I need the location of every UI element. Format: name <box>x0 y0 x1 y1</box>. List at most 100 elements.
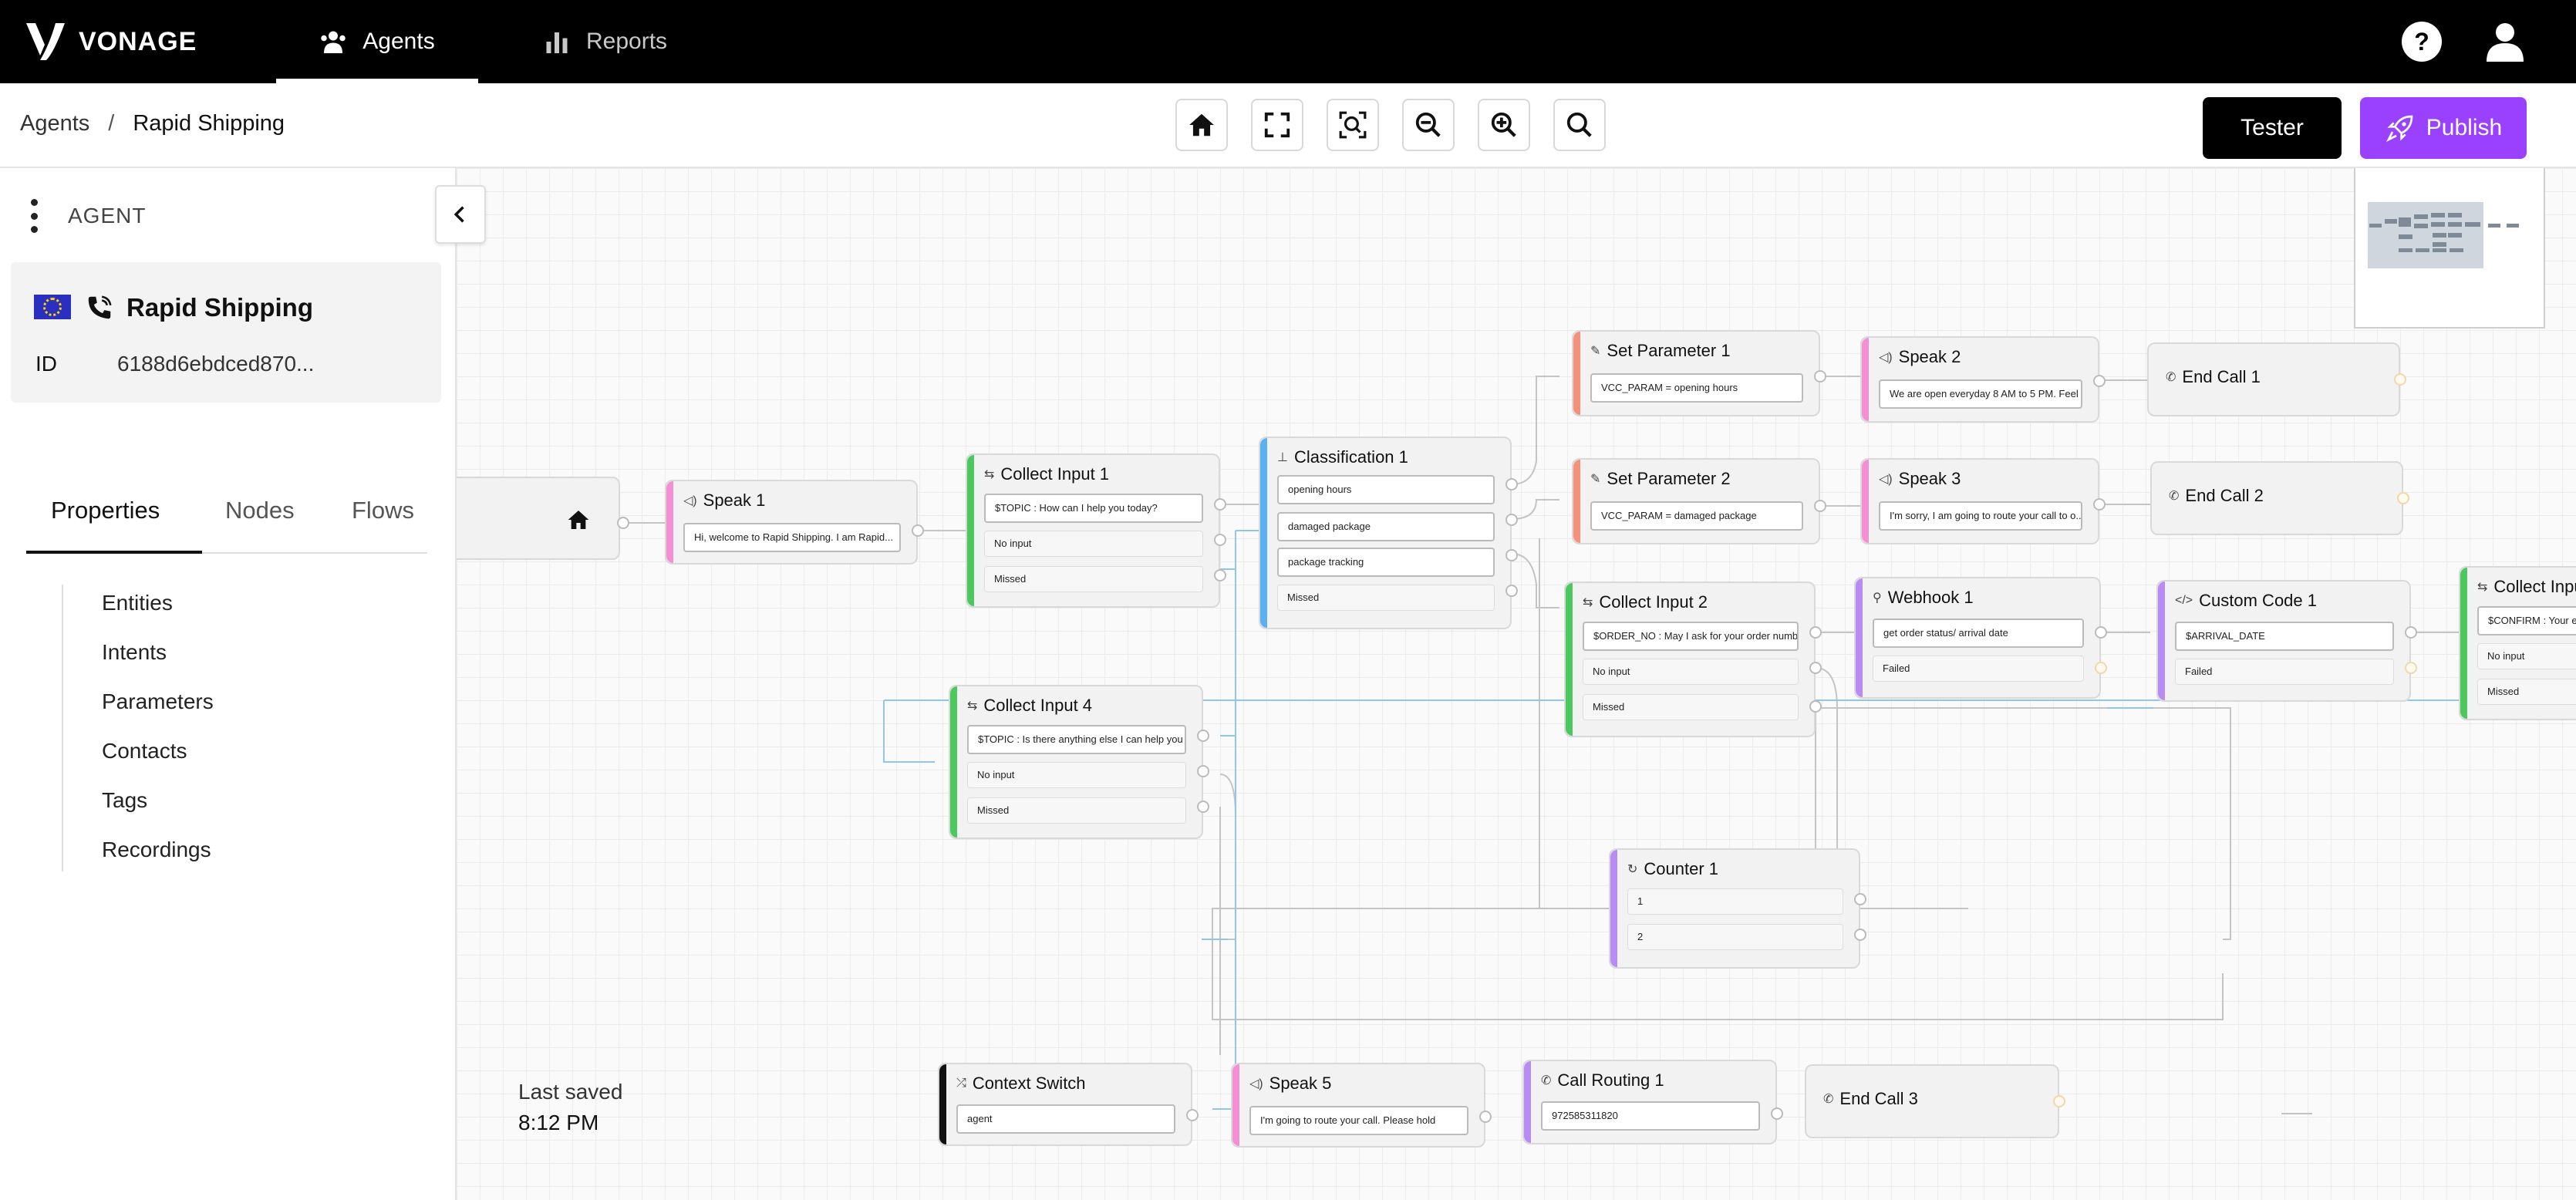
node-set-parameter-2[interactable]: ✎Set Parameter 2 VCC_PARAM = damaged pac… <box>1572 458 1820 544</box>
publish-button[interactable]: Publish <box>2360 97 2527 159</box>
class-package-tracking[interactable]: package tracking <box>1277 548 1495 577</box>
custom-code-1-output-port[interactable] <box>2405 626 2417 639</box>
speak-3-port[interactable] <box>2093 498 2106 511</box>
vonage-logo[interactable]: VONAGE <box>25 19 197 65</box>
flow-canvas[interactable]: ◁)Speak 1 Hi, welcome to Rapid Shipping.… <box>457 168 2576 1200</box>
node-set-parameter-1[interactable]: ✎Set Parameter 1 VCC_PARAM = opening hou… <box>1572 330 1820 416</box>
call-routing-1-port[interactable] <box>1771 1107 1783 1120</box>
speak-1-output-port[interactable] <box>912 524 924 537</box>
node-custom-code-1[interactable]: </>Custom Code 1 $ARRIVAL_DATE Failed <box>2156 580 2411 702</box>
agent-id-label: ID <box>35 352 57 376</box>
collect-2-no-input-port[interactable] <box>1809 662 1822 674</box>
node-end-call-2[interactable]: ✆End Call 2 <box>2150 461 2403 535</box>
webhook-field[interactable]: get order status/ arrival date <box>1873 619 2084 648</box>
collect-1-output-port[interactable] <box>1214 498 1226 511</box>
node-call-routing-1[interactable]: ✆Call Routing 1 972585311820 <box>1522 1060 1777 1144</box>
collect-field[interactable]: $CONFIRM : Your es <box>2477 606 2576 635</box>
collect-4-output-port[interactable] <box>1197 730 1209 742</box>
custom-code-1-failed-port[interactable] <box>2405 662 2417 674</box>
node-end-call-3[interactable]: ✆End Call 3 <box>1805 1064 2059 1138</box>
tab-flows[interactable]: Flows <box>352 497 414 524</box>
node-speak-5[interactable]: ◁)Speak 5 I'm going to route your call. … <box>1231 1063 1485 1148</box>
end-call-2-port[interactable] <box>2397 492 2409 504</box>
end-call-3-port[interactable] <box>2053 1095 2065 1107</box>
call-routing-field[interactable]: 972585311820 <box>1541 1101 1760 1131</box>
tab-nodes[interactable]: Nodes <box>225 497 295 524</box>
node-speak-3[interactable]: ◁)Speak 3 I'm sorry, I am going to route… <box>1860 458 2099 544</box>
node-webhook-1[interactable]: ⚲Webhook 1 get order status/ arrival dat… <box>1854 577 2101 699</box>
end-call-1-port[interactable] <box>2394 373 2406 386</box>
class-port-1[interactable] <box>1505 478 1518 490</box>
collect-4-missed-port[interactable] <box>1197 801 1209 813</box>
property-entities[interactable]: Entities <box>102 591 173 615</box>
speak-text[interactable]: Hi, welcome to Rapid Shipping. I am Rapi… <box>683 523 901 552</box>
class-port-4[interactable] <box>1505 585 1518 597</box>
collect-field[interactable]: $ORDER_NO : May I ask for your order num… <box>1583 622 1799 651</box>
node-classification-1[interactable]: ⊥Classification 1 opening hours damaged … <box>1259 437 1512 629</box>
set-param-2-port[interactable] <box>1814 500 1826 512</box>
class-port-2[interactable] <box>1505 514 1518 526</box>
set-param-1-port[interactable] <box>1814 370 1826 383</box>
collect-2-missed-port[interactable] <box>1809 700 1822 713</box>
user-profile-icon[interactable] <box>2483 20 2527 63</box>
collect-1-no-input-port[interactable] <box>1214 534 1226 546</box>
speak-5-port[interactable] <box>1479 1111 1492 1123</box>
node-type-bar <box>2158 581 2165 700</box>
nav-tab-reports[interactable]: Reports <box>543 0 667 83</box>
class-opening-hours[interactable]: opening hours <box>1277 475 1495 504</box>
node-speak-2[interactable]: ◁)Speak 2 We are open everyday 8 AM to 5… <box>1860 336 2099 423</box>
node-type-bar <box>1566 583 1573 736</box>
class-damaged-package[interactable]: damaged package <box>1277 512 1495 541</box>
minimap[interactable] <box>2354 168 2545 329</box>
speak-2-port[interactable] <box>2093 375 2106 387</box>
property-intents[interactable]: Intents <box>102 640 167 664</box>
counter-1-port-2[interactable] <box>1854 929 1866 941</box>
breadcrumb-current: Rapid Shipping <box>133 111 285 136</box>
node-counter-1[interactable]: ↻Counter 1 1 2 <box>1609 848 1860 969</box>
collect-field[interactable]: $TOPIC : Is there anything else I can he… <box>967 725 1186 754</box>
property-parameters[interactable]: Parameters <box>102 689 214 713</box>
class-port-3[interactable] <box>1505 549 1518 561</box>
start-node[interactable] <box>457 477 620 560</box>
webhook-1-output-port[interactable] <box>2095 626 2107 639</box>
node-collect-input-3[interactable]: ⇆Collect Inpu $CONFIRM : Your es No inpu… <box>2459 566 2576 720</box>
zoom-in-button[interactable] <box>1478 99 1530 151</box>
node-end-call-1[interactable]: ✆End Call 1 <box>2147 342 2400 416</box>
node-speak-1[interactable]: ◁)Speak 1 Hi, welcome to Rapid Shipping.… <box>665 480 918 565</box>
node-title-text: Speak 2 <box>1898 347 1961 366</box>
context-switch-port[interactable] <box>1186 1109 1199 1121</box>
speak-text[interactable]: We are open everyday 8 AM to 5 PM. Feel … <box>1879 379 2082 409</box>
collect-4-no-input-port[interactable] <box>1197 765 1209 777</box>
zoom-out-button[interactable] <box>1402 99 1455 151</box>
context-field[interactable]: agent <box>956 1104 1175 1134</box>
start-node-output-port[interactable] <box>617 517 629 529</box>
node-collect-input-2[interactable]: ⇆Collect Input 2 $ORDER_NO : May I ask f… <box>1564 581 1816 737</box>
tester-button[interactable]: Tester <box>2203 97 2342 159</box>
nav-tab-agents[interactable]: Agents <box>276 0 478 83</box>
node-collect-input-4[interactable]: ⇆Collect Input 4 $TOPIC : Is there anyth… <box>949 685 1203 839</box>
collect-field[interactable]: $TOPIC : How can I help you today? <box>984 494 1203 523</box>
zoom-fit-button[interactable] <box>1327 99 1379 151</box>
custom-code-field[interactable]: $ARRIVAL_DATE <box>2175 622 2394 651</box>
home-view-button[interactable] <box>1175 99 1228 151</box>
collect-2-output-port[interactable] <box>1809 626 1822 639</box>
node-context-switch[interactable]: ⤮Context Switch agent <box>938 1063 1192 1146</box>
node-collect-input-1[interactable]: ⇆Collect Input 1 $TOPIC : How can I help… <box>966 453 1220 608</box>
fit-view-button[interactable] <box>1251 99 1303 151</box>
agent-menu-icon[interactable] <box>28 199 40 233</box>
speak-text[interactable]: I'm going to route your call. Please hol… <box>1249 1106 1468 1135</box>
set-param-field[interactable]: VCC_PARAM = opening hours <box>1590 373 1803 403</box>
collect-1-missed-port[interactable] <box>1214 569 1226 581</box>
webhook-1-failed-port[interactable] <box>2095 662 2107 674</box>
property-contacts[interactable]: Contacts <box>102 739 187 763</box>
breadcrumb-agents[interactable]: Agents <box>20 111 90 136</box>
help-icon[interactable]: ? <box>2400 20 2443 63</box>
property-recordings[interactable]: Recordings <box>102 838 211 861</box>
set-param-field[interactable]: VCC_PARAM = damaged package <box>1590 501 1803 531</box>
collapse-sidebar-button[interactable] <box>435 185 486 244</box>
speak-text[interactable]: I'm sorry, I am going to route your call… <box>1879 501 2082 531</box>
tab-properties[interactable]: Properties <box>51 497 160 524</box>
property-tags[interactable]: Tags <box>102 788 148 812</box>
search-nodes-button[interactable] <box>1553 99 1606 151</box>
counter-1-port-1[interactable] <box>1854 893 1866 905</box>
